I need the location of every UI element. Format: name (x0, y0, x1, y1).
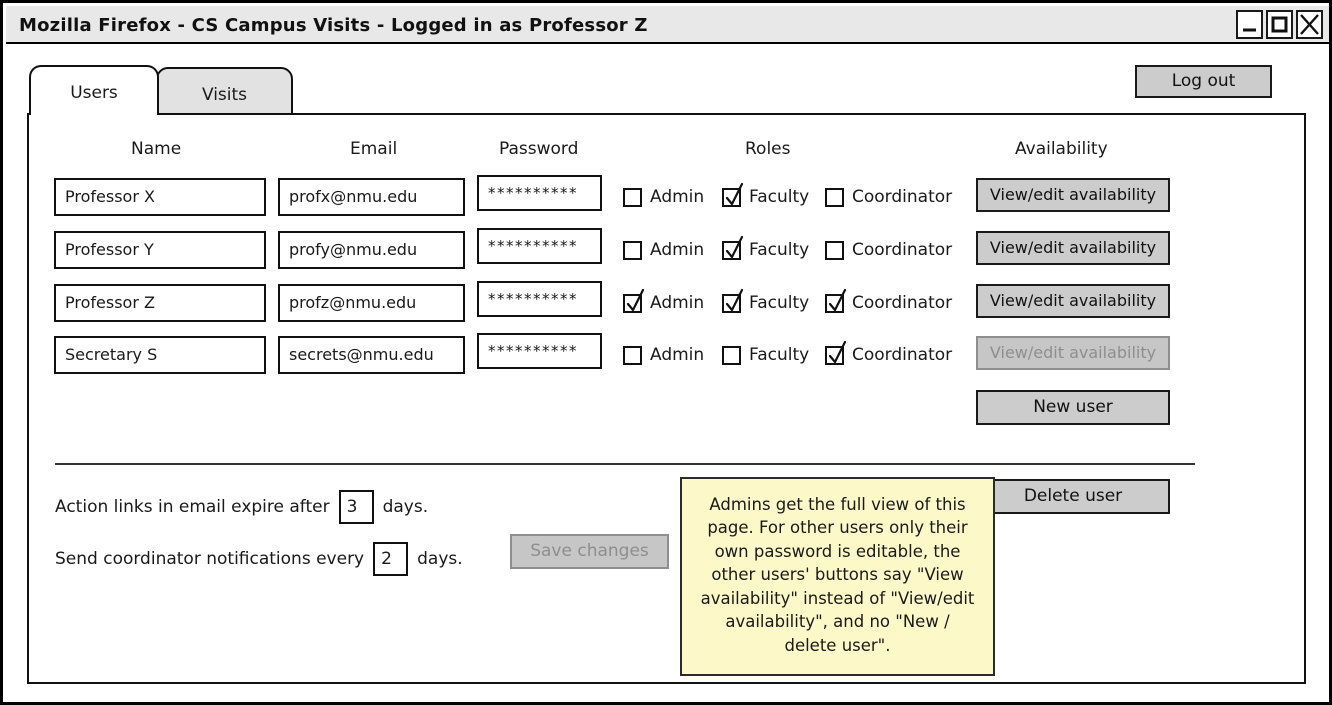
role-admin-checkbox[interactable]: Admin (623, 187, 704, 207)
checkbox-box (825, 340, 847, 365)
view-edit-availability-button[interactable]: View/edit availability (976, 178, 1170, 212)
tab-users-label: Users (70, 83, 118, 103)
role-faculty-label: Faculty (749, 187, 810, 207)
tab-users[interactable]: Users (29, 65, 159, 115)
column-header-availability: Availability (1015, 139, 1108, 159)
password-input[interactable]: ********** (477, 228, 602, 264)
notify-prefix-label: Send coordinator notifications every (55, 549, 365, 569)
role-faculty-checkbox[interactable]: Faculty (722, 288, 810, 313)
role-admin-checkbox[interactable]: Admin (623, 240, 704, 260)
role-faculty-checkbox[interactable]: Faculty (722, 235, 810, 260)
checkbox-box (722, 235, 744, 260)
name-input[interactable]: Professor X (54, 178, 266, 216)
role-coordinator-label: Coordinator (852, 345, 953, 365)
role-admin-label: Admin (650, 240, 705, 260)
name-input[interactable]: Professor Z (54, 284, 266, 322)
notify-suffix-label: days. (417, 549, 463, 569)
active-tab-join (32, 112, 156, 120)
checkbox-box (623, 345, 642, 365)
minimize-button[interactable] (1236, 10, 1263, 39)
role-admin-label: Admin (650, 293, 705, 313)
notify-setting-row: Send coordinator notifications every 2 d… (55, 542, 463, 576)
name-input[interactable]: Secretary S (54, 336, 266, 374)
expire-prefix-label: Action links in email expire after (55, 497, 330, 517)
email-input[interactable]: profz@nmu.edu (278, 284, 465, 322)
role-admin-label: Admin (650, 345, 705, 365)
role-faculty-label: Faculty (749, 240, 810, 260)
role-coordinator-label: Coordinator (852, 293, 953, 313)
notify-days-input[interactable]: 2 (373, 542, 409, 576)
password-input[interactable]: ********** (477, 333, 602, 369)
role-coordinator-label: Coordinator (852, 240, 953, 260)
close-button[interactable] (1296, 10, 1323, 39)
checkbox-box (825, 288, 847, 313)
role-admin-checkbox[interactable]: Admin (623, 345, 704, 365)
role-admin-checkbox[interactable]: Admin (623, 288, 705, 313)
column-header-name: Name (131, 139, 182, 159)
email-input[interactable]: profx@nmu.edu (278, 178, 465, 216)
role-coordinator-checkbox[interactable]: Coordinator (825, 340, 953, 365)
role-coordinator-checkbox[interactable]: Coordinator (825, 187, 952, 207)
password-input[interactable]: ********** (477, 281, 602, 317)
column-header-password: Password (499, 139, 579, 159)
new-user-button[interactable]: New user (976, 390, 1170, 425)
checkbox-box (623, 240, 642, 260)
window-title: Mozilla Firefox - CS Campus Visits - Log… (19, 15, 648, 36)
tab-visits-label: Visits (201, 85, 248, 105)
checkbox-box (722, 288, 744, 313)
section-divider (55, 463, 1195, 465)
title-bar: Mozilla Firefox - CS Campus Visits - Log… (6, 6, 1329, 44)
checkbox-box (722, 345, 741, 365)
checkbox-box (623, 288, 645, 313)
save-changes-button: Save changes (510, 534, 669, 569)
sticky-note: Admins get the full view of this page. F… (680, 477, 995, 676)
view-edit-availability-button-disabled: View/edit availability (976, 336, 1170, 370)
log-out-button[interactable]: Log out (1135, 65, 1272, 98)
tab-visits[interactable]: Visits (156, 67, 293, 115)
checkbox-box (825, 240, 844, 260)
checkbox-box (825, 187, 844, 207)
expire-suffix-label: days. (382, 497, 429, 517)
window-controls (1236, 10, 1323, 39)
maximize-button[interactable] (1266, 10, 1293, 39)
expire-setting-row: Action links in email expire after 3 day… (55, 490, 428, 524)
expire-days-input[interactable]: 3 (338, 490, 374, 524)
role-admin-label: Admin (650, 187, 705, 207)
delete-user-button[interactable]: Delete user (976, 479, 1170, 514)
role-faculty-checkbox[interactable]: Faculty (722, 345, 809, 365)
role-faculty-checkbox[interactable]: Faculty (722, 182, 810, 207)
view-edit-availability-button[interactable]: View/edit availability (976, 231, 1170, 265)
sticky-note-text: Admins get the full view of this page. F… (700, 495, 975, 655)
role-faculty-label: Faculty (749, 293, 810, 313)
view-edit-availability-button[interactable]: View/edit availability (976, 284, 1170, 318)
column-header-roles: Roles (745, 139, 791, 159)
checkbox-box (722, 182, 744, 207)
name-input[interactable]: Professor Y (54, 231, 266, 269)
users-panel: Name Email Password Roles Availability P… (27, 113, 1306, 684)
role-faculty-label: Faculty (749, 345, 810, 365)
checkbox-box (623, 187, 642, 207)
role-coordinator-label: Coordinator (852, 187, 953, 207)
role-coordinator-checkbox[interactable]: Coordinator (825, 240, 952, 260)
column-header-email: Email (350, 139, 398, 159)
role-coordinator-checkbox[interactable]: Coordinator (825, 288, 953, 313)
password-input[interactable]: ********** (477, 175, 602, 211)
email-input[interactable]: secrets@nmu.edu (278, 336, 465, 374)
email-input[interactable]: profy@nmu.edu (278, 231, 465, 269)
